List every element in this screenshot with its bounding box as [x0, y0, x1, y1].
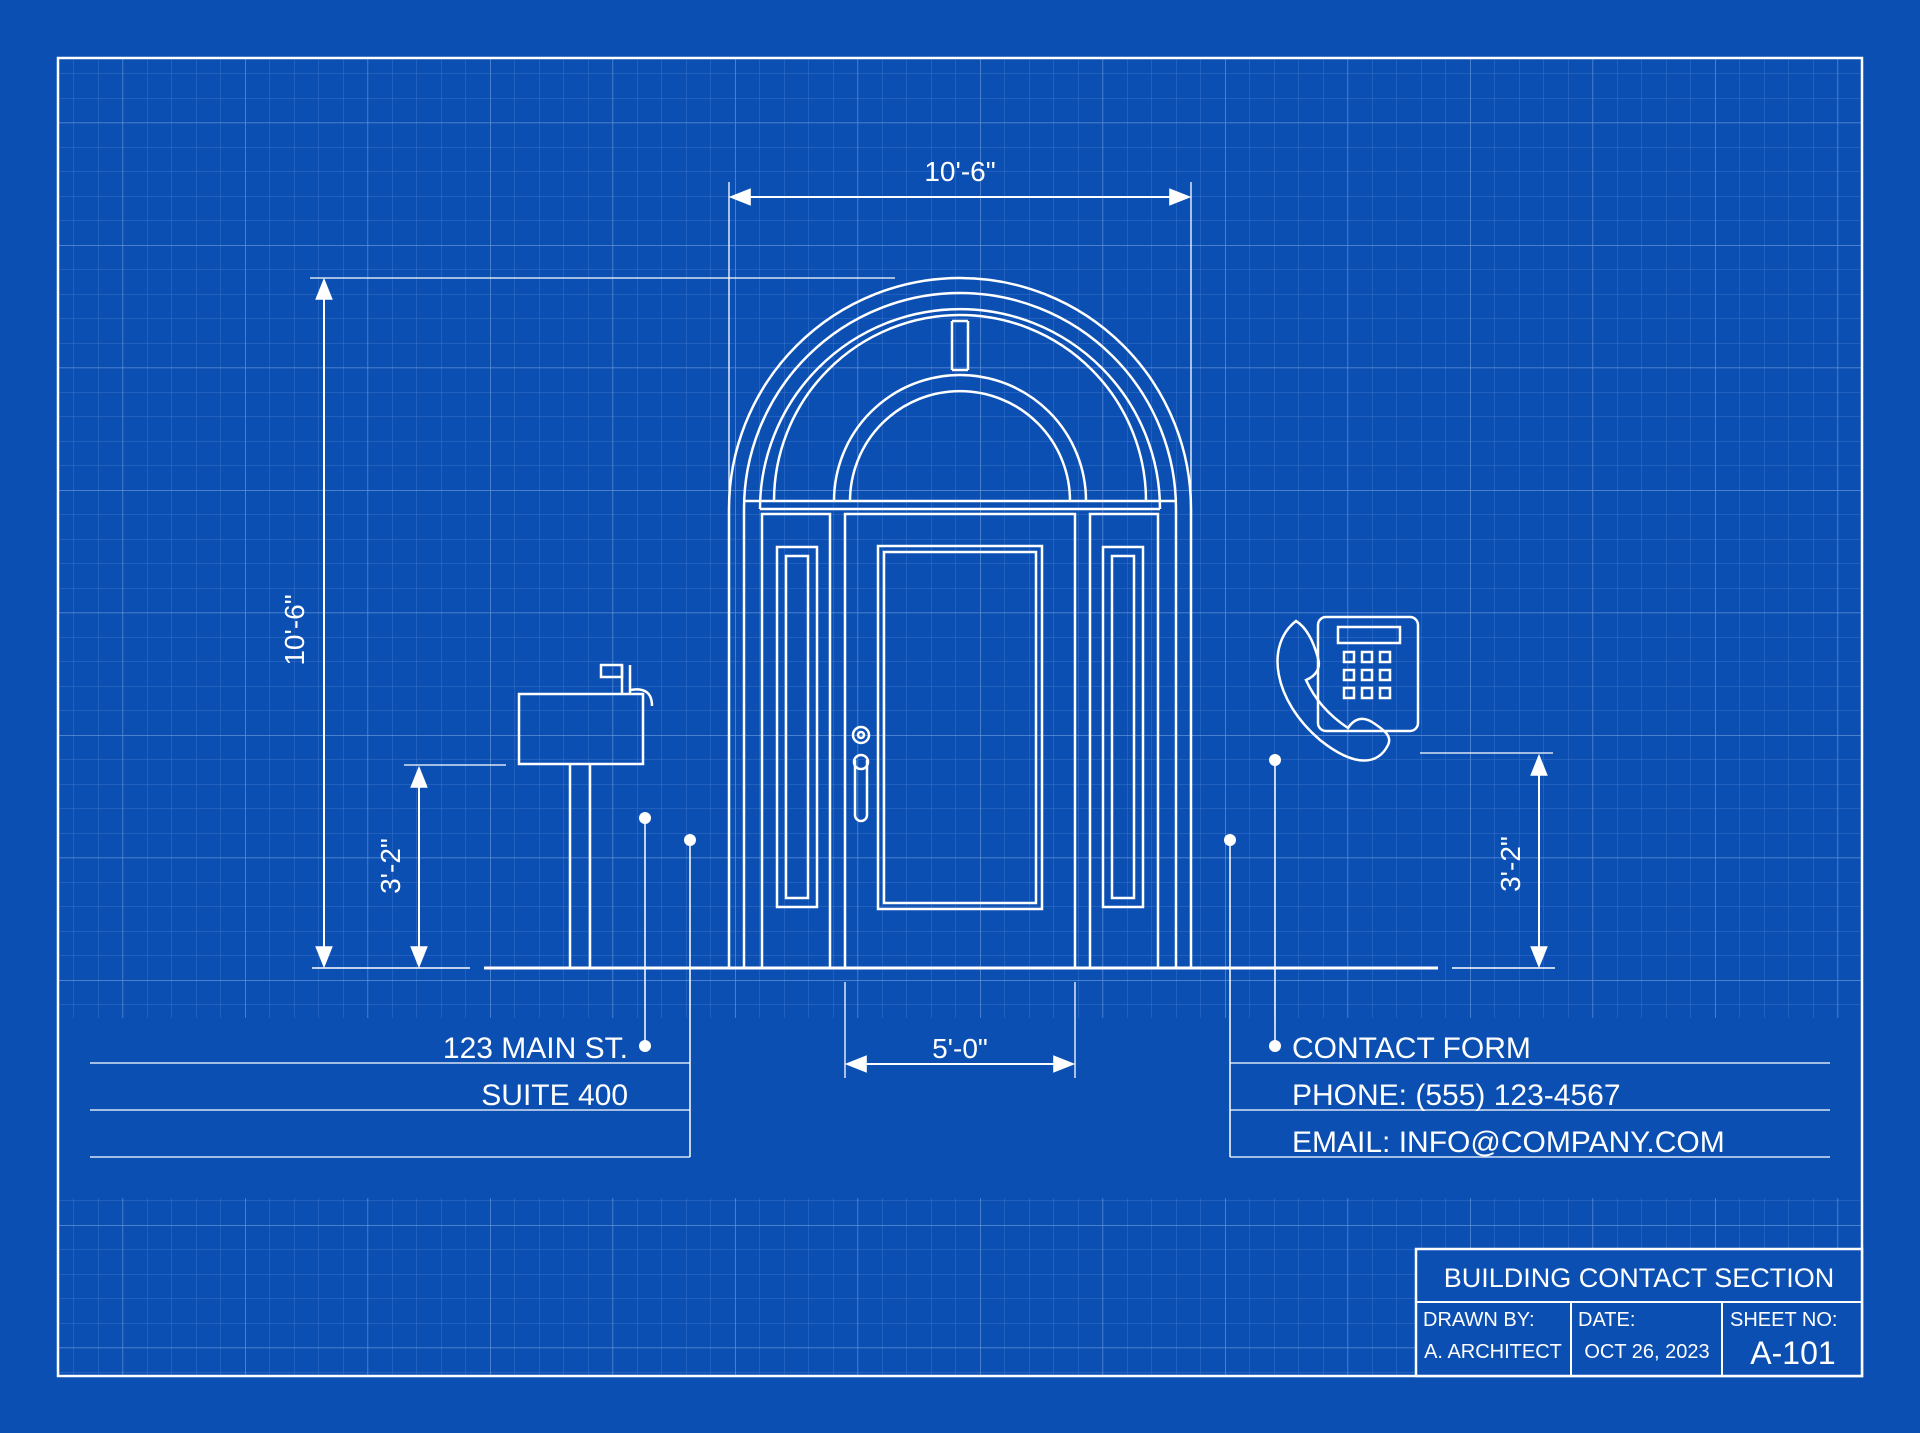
dimension-left-height-label: 10'-6" [279, 594, 310, 665]
title-block-title: BUILDING CONTACT SECTION [1444, 1263, 1835, 1293]
date-label: DATE: [1578, 1309, 1635, 1331]
contact-phone[interactable]: PHONE: (555) 123-4567 [1292, 1079, 1621, 1112]
dimension-door-width-label: 5'-0" [932, 1033, 988, 1064]
sheet-label: SHEET NO: [1730, 1309, 1837, 1331]
address-callout: 123 MAIN ST. SUITE 400 [90, 812, 696, 1158]
dimension-mailbox-height-label: 3'-2" [375, 838, 406, 894]
dimension-top-width: 10'-6" [728, 156, 1192, 509]
dimension-door-width: 5'-0" [844, 982, 1076, 1078]
date-value: OCT 26, 2023 [1584, 1341, 1709, 1363]
sheet-number: A-101 [1750, 1335, 1835, 1371]
drawn-by-value: A. ARCHITECT [1424, 1341, 1562, 1363]
mailbox-icon [517, 663, 654, 968]
contact-callout: CONTACT FORM PHONE: (555) 123-4567 EMAIL… [1224, 754, 1830, 1159]
contact-form-link[interactable]: CONTACT FORM [1292, 1032, 1531, 1065]
dimension-phone-height-label: 3'-2" [1495, 836, 1526, 892]
dimension-mailbox-height: 3'-2" [375, 764, 506, 969]
drawn-by-label: DRAWN BY: [1423, 1309, 1535, 1331]
address-line-2: SUITE 400 [481, 1079, 628, 1112]
info-band [58, 1018, 1862, 1198]
contact-email[interactable]: EMAIL: INFO@COMPANY.COM [1292, 1126, 1725, 1159]
phone-icon [1276, 615, 1420, 762]
dimension-top-width-label: 10'-6" [924, 156, 995, 187]
arched-doorway [727, 276, 1193, 970]
sheet-border [56, 56, 1864, 1378]
dimension-phone-height: 3'-2" [1420, 752, 1553, 969]
dimension-left-height: 10'-6" [279, 277, 895, 969]
title-block: BUILDING CONTACT SECTION DRAWN BY: A. AR… [1414, 1247, 1864, 1378]
address-line-1: 123 MAIN ST. [443, 1032, 628, 1065]
